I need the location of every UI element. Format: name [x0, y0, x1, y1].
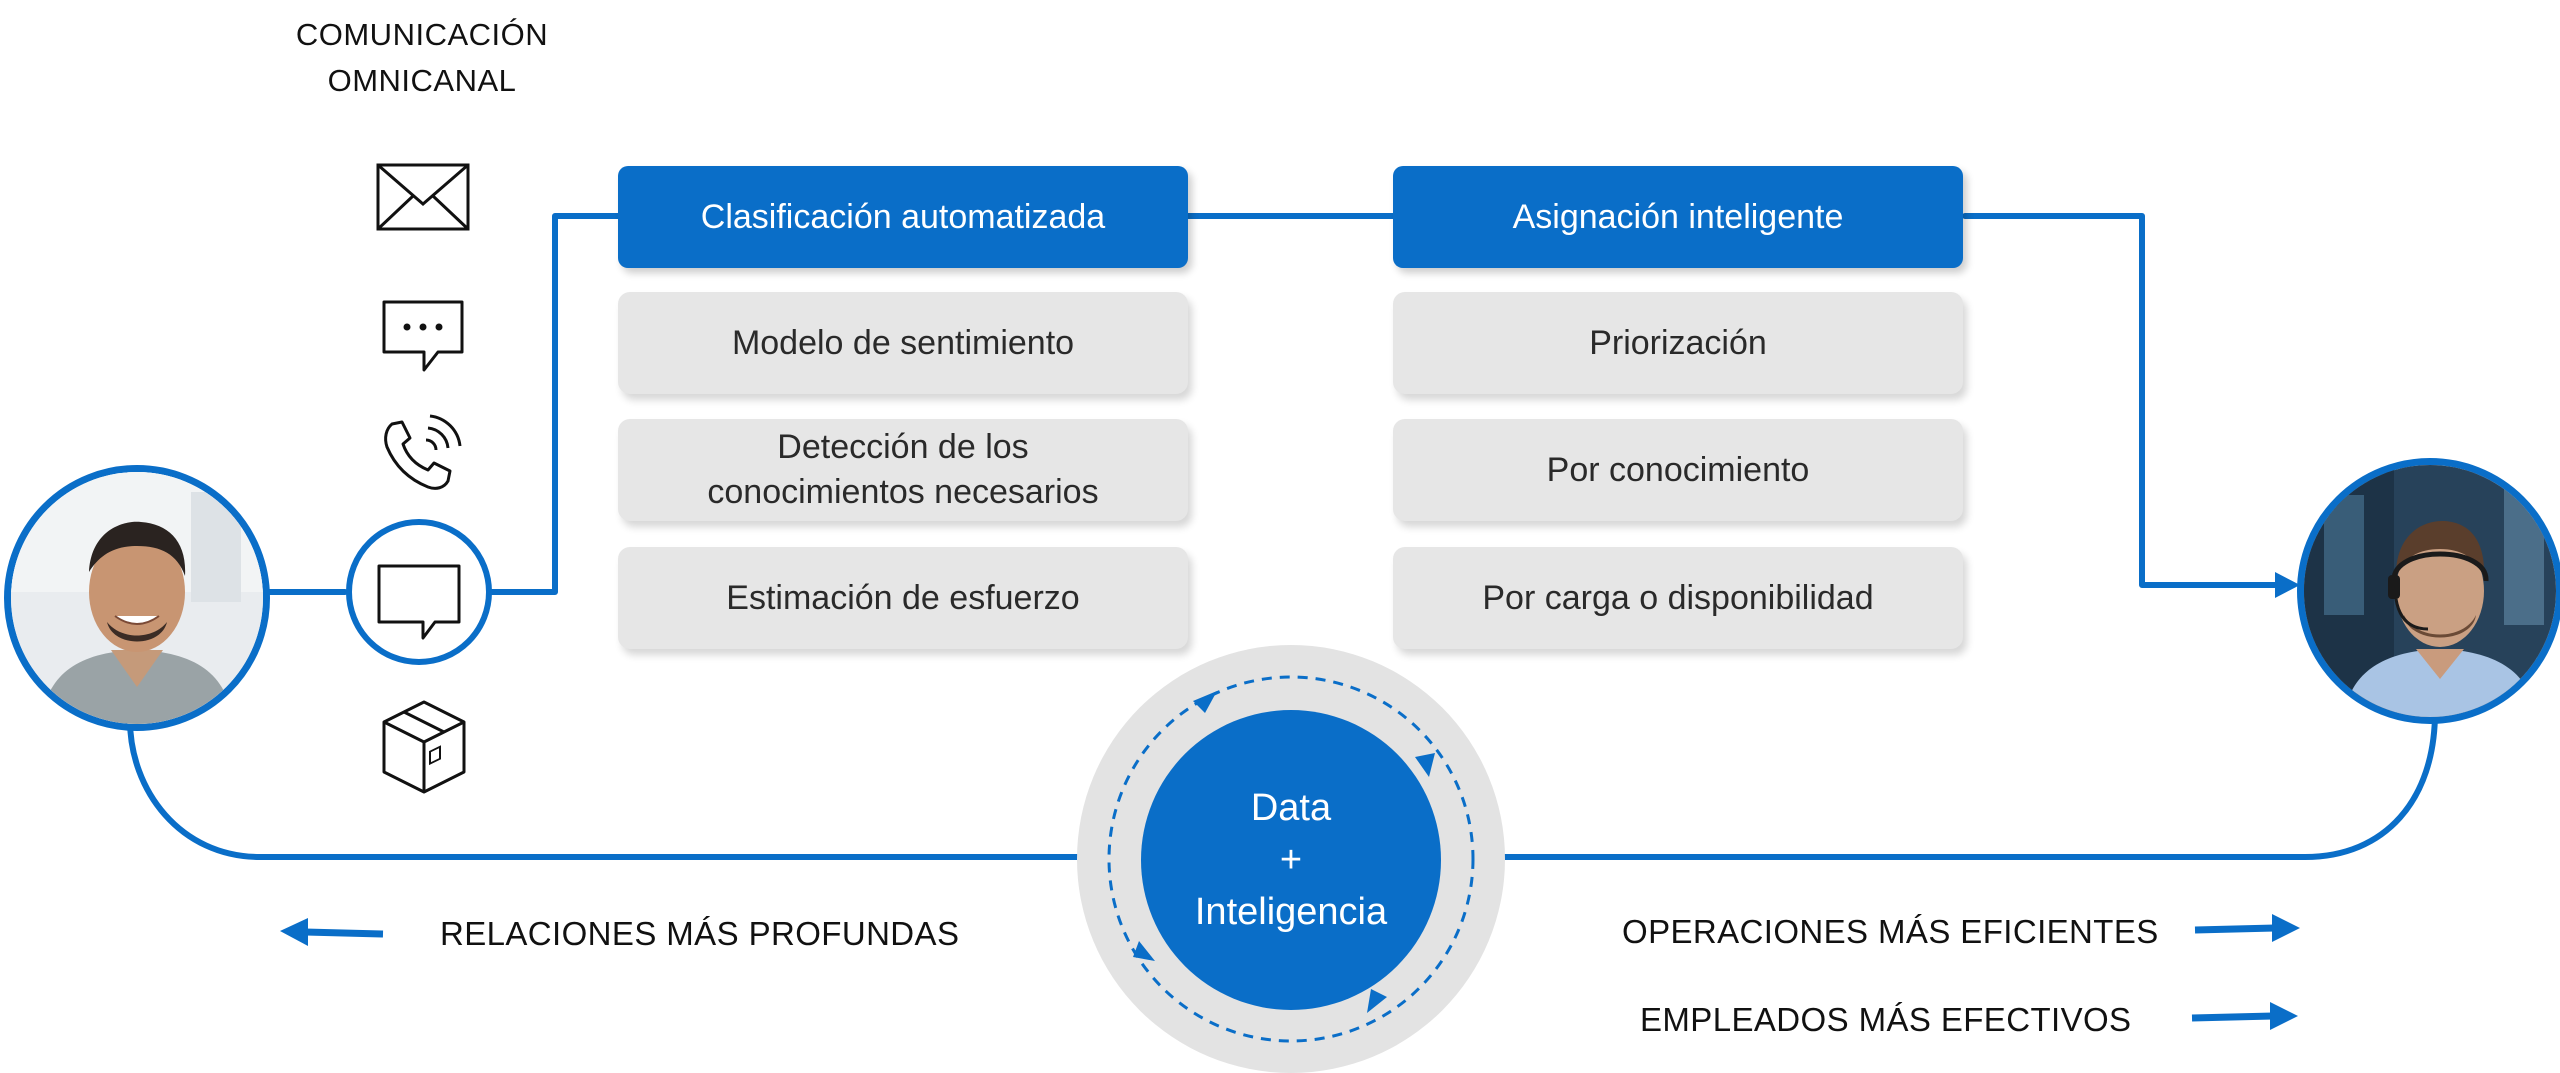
- cycle-arrows: [1107, 675, 1475, 1043]
- classification-item-sentiment: Modelo de sentimiento: [618, 292, 1188, 394]
- assignment-item-knowledge: Por conocimiento: [1393, 419, 1963, 521]
- channels-title: COMUNICACIÓN OMNICANAL: [295, 17, 549, 98]
- core-line-plus: +: [1279, 839, 1303, 881]
- core-line-data: Data: [1250, 787, 1332, 829]
- classification-item-effort: Estimación de esfuerzo: [618, 547, 1188, 649]
- chat-bubble-icon[interactable]: [345, 518, 493, 666]
- classification-header: Clasificación automatizada: [618, 166, 1188, 268]
- phone-ringing-icon: [378, 414, 464, 496]
- data-intelligence-core: Data + Inteligencia: [1141, 710, 1441, 1010]
- assignment-header: Asignación inteligente: [1393, 166, 1963, 268]
- assignment-item-load: Por carga o disponibilidad: [1393, 547, 1963, 649]
- core-line-intelligence: Inteligencia: [1194, 891, 1388, 933]
- agent-avatar: [2297, 458, 2560, 724]
- outcome-effective-employees: EMPLEADOS MÁS EFECTIVOS: [1640, 1001, 2132, 1038]
- assignment-item-priority: Priorización: [1393, 292, 1963, 394]
- envelope-icon: [375, 162, 471, 232]
- customer-avatar: [4, 465, 270, 731]
- outcome-deeper-relationships: RELACIONES MÁS PROFUNDAS: [440, 915, 960, 952]
- classification-item-knowledge: Detección de los conocimientos necesario…: [618, 419, 1188, 521]
- package-box-icon: [380, 698, 468, 796]
- outcome-efficient-operations: OPERACIONES MÁS EFICIENTES: [1622, 913, 2159, 950]
- chat-dots-icon: [380, 298, 466, 374]
